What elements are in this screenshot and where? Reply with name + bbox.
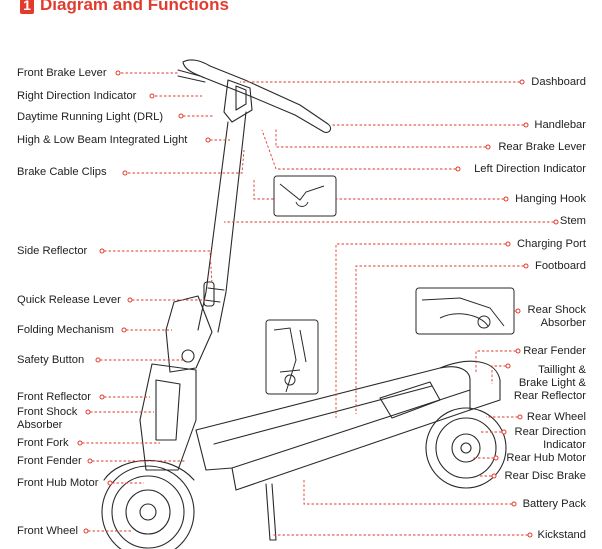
label-charging-port: Charging Port	[516, 238, 586, 250]
label-rear-hub-motor: Rear Hub Motor	[506, 452, 586, 464]
label-rear-direction-indicator: Rear Direction Indicator	[514, 426, 586, 451]
label-footboard: Footboard	[535, 260, 586, 272]
label-handlebar: Handlebar	[534, 119, 586, 131]
label-hanging-hook: Hanging Hook	[515, 193, 586, 205]
label-front-fender: Front Fender	[17, 455, 82, 467]
label-folding-mechanism: Folding Mechanism	[17, 324, 115, 336]
scooter-illustration	[101, 59, 507, 549]
label-rear-shock-absorber: Rear Shock Absorber	[527, 304, 586, 329]
label-front-hub-motor: Front Hub Motor	[17, 477, 99, 489]
detail-hanging-hook	[273, 175, 337, 217]
label-dashboard: Dashboard	[531, 76, 586, 88]
section-heading: 1 Diagram and Functions	[20, 0, 229, 17]
label-rear-wheel: Rear Wheel	[526, 411, 586, 423]
label-kickstand: Kickstand	[537, 529, 586, 541]
label-drl: Daytime Running Light (DRL)	[17, 111, 164, 123]
label-rear-fender: Rear Fender	[523, 345, 586, 357]
detail-folding-mechanism	[265, 319, 319, 395]
label-front-shock-absorber: Front Shock Absorber	[17, 406, 78, 431]
label-taillight: Taillight & Brake Light & Rear Reflector	[513, 364, 586, 402]
label-right-direction-indicator: Right Direction Indicator	[17, 90, 137, 102]
label-front-fork: Front Fork	[17, 437, 69, 449]
label-safety-button: Safety Button	[17, 354, 85, 366]
label-rear-disc-brake: Rear Disc Brake	[504, 470, 586, 482]
section-number: 1	[20, 0, 34, 14]
label-front-wheel: Front Wheel	[17, 525, 78, 537]
section-title: Diagram and Functions	[40, 0, 229, 14]
leader-lines	[82, 72, 554, 536]
label-brake-cable-clips: Brake Cable Clips	[17, 166, 107, 178]
label-front-reflector: Front Reflector	[17, 391, 91, 403]
leader-dots	[77, 70, 559, 538]
label-front-brake-lever: Front Brake Lever	[17, 67, 107, 79]
label-stem: Stem	[559, 215, 586, 227]
label-rear-brake-lever: Rear Brake Lever	[498, 141, 586, 153]
label-beam-light: High & Low Beam Integrated Light	[17, 134, 188, 146]
label-left-direction-indicator: Left Direction Indicator	[474, 163, 586, 175]
detail-rear-shock	[415, 287, 515, 335]
label-quick-release-lever: Quick Release Lever	[17, 294, 121, 306]
label-side-reflector: Side Reflector	[17, 245, 88, 257]
label-battery-pack: Battery Pack	[522, 498, 586, 510]
